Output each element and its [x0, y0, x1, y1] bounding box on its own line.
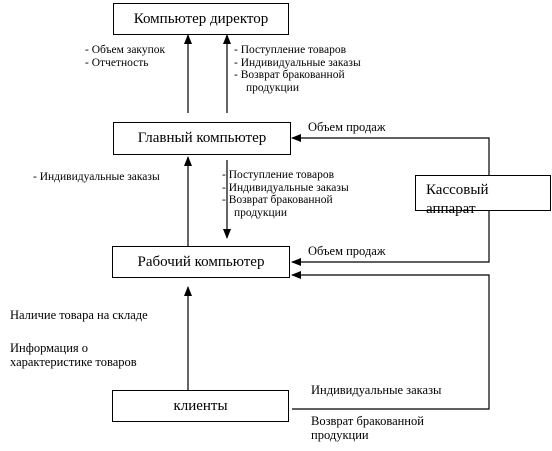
- label-cashier-to-main: Объем продаж: [308, 120, 386, 134]
- label-line: - Индивидуальные заказы: [234, 56, 361, 69]
- label-line: - Возврат бракованной: [222, 194, 333, 206]
- node-main: Главный компьютер: [113, 122, 291, 155]
- label-director-to-main: - Поступление товаров - Индивидуальные з…: [234, 44, 361, 94]
- label-line: - Объем закупок: [85, 44, 166, 56]
- label-work-to-main: - Индивидуальные заказы: [33, 171, 160, 184]
- arrow-cashier-to-main: [291, 134, 490, 175]
- label-clients-to-work-right: Индивидуальные заказы Возврат бракованно…: [311, 383, 441, 443]
- label-line: продукции: [234, 206, 287, 219]
- arrow-cashier-to-work: [291, 211, 490, 266]
- label-line: - Отчетность: [85, 56, 149, 69]
- label-line: Наличие товара на складе: [10, 308, 148, 322]
- label-line: Информация о: [10, 340, 89, 355]
- label-line: - Возврат бракованной: [234, 69, 345, 81]
- label-line: - Индивидуальные заказы: [33, 171, 160, 183]
- node-cashier: Кассовый аппарат: [415, 175, 551, 217]
- label-line: Индивидуальные заказы: [311, 383, 442, 397]
- label-main-to-work: - Поступление товаров - Индивидуальные з…: [222, 169, 349, 219]
- label-line: - Поступление товаров: [222, 169, 334, 181]
- node-work: Рабочий компьютер: [112, 246, 290, 278]
- label-cashier-to-work: Объем продаж: [308, 244, 386, 258]
- label-line: - Поступление товаров: [234, 44, 346, 56]
- node-clients: клиенты: [112, 390, 289, 422]
- label-line: - Индивидуальные заказы: [222, 181, 349, 194]
- label-line: Возврат бракованной: [311, 413, 424, 428]
- node-cashier-label: Кассовый аппарат: [426, 182, 489, 217]
- arrow-clients-to-work-right: [291, 271, 490, 410]
- node-director: Компьютер директор: [113, 3, 289, 35]
- label-clients-to-work: Наличие товара на складе Информация о ха…: [10, 308, 148, 370]
- label-line: продукции: [311, 428, 369, 442]
- label-main-to-director: - Объем закупок - Отчетность: [85, 44, 165, 69]
- label-line: продукции: [246, 81, 299, 94]
- label-line: характеристике товаров: [10, 355, 137, 369]
